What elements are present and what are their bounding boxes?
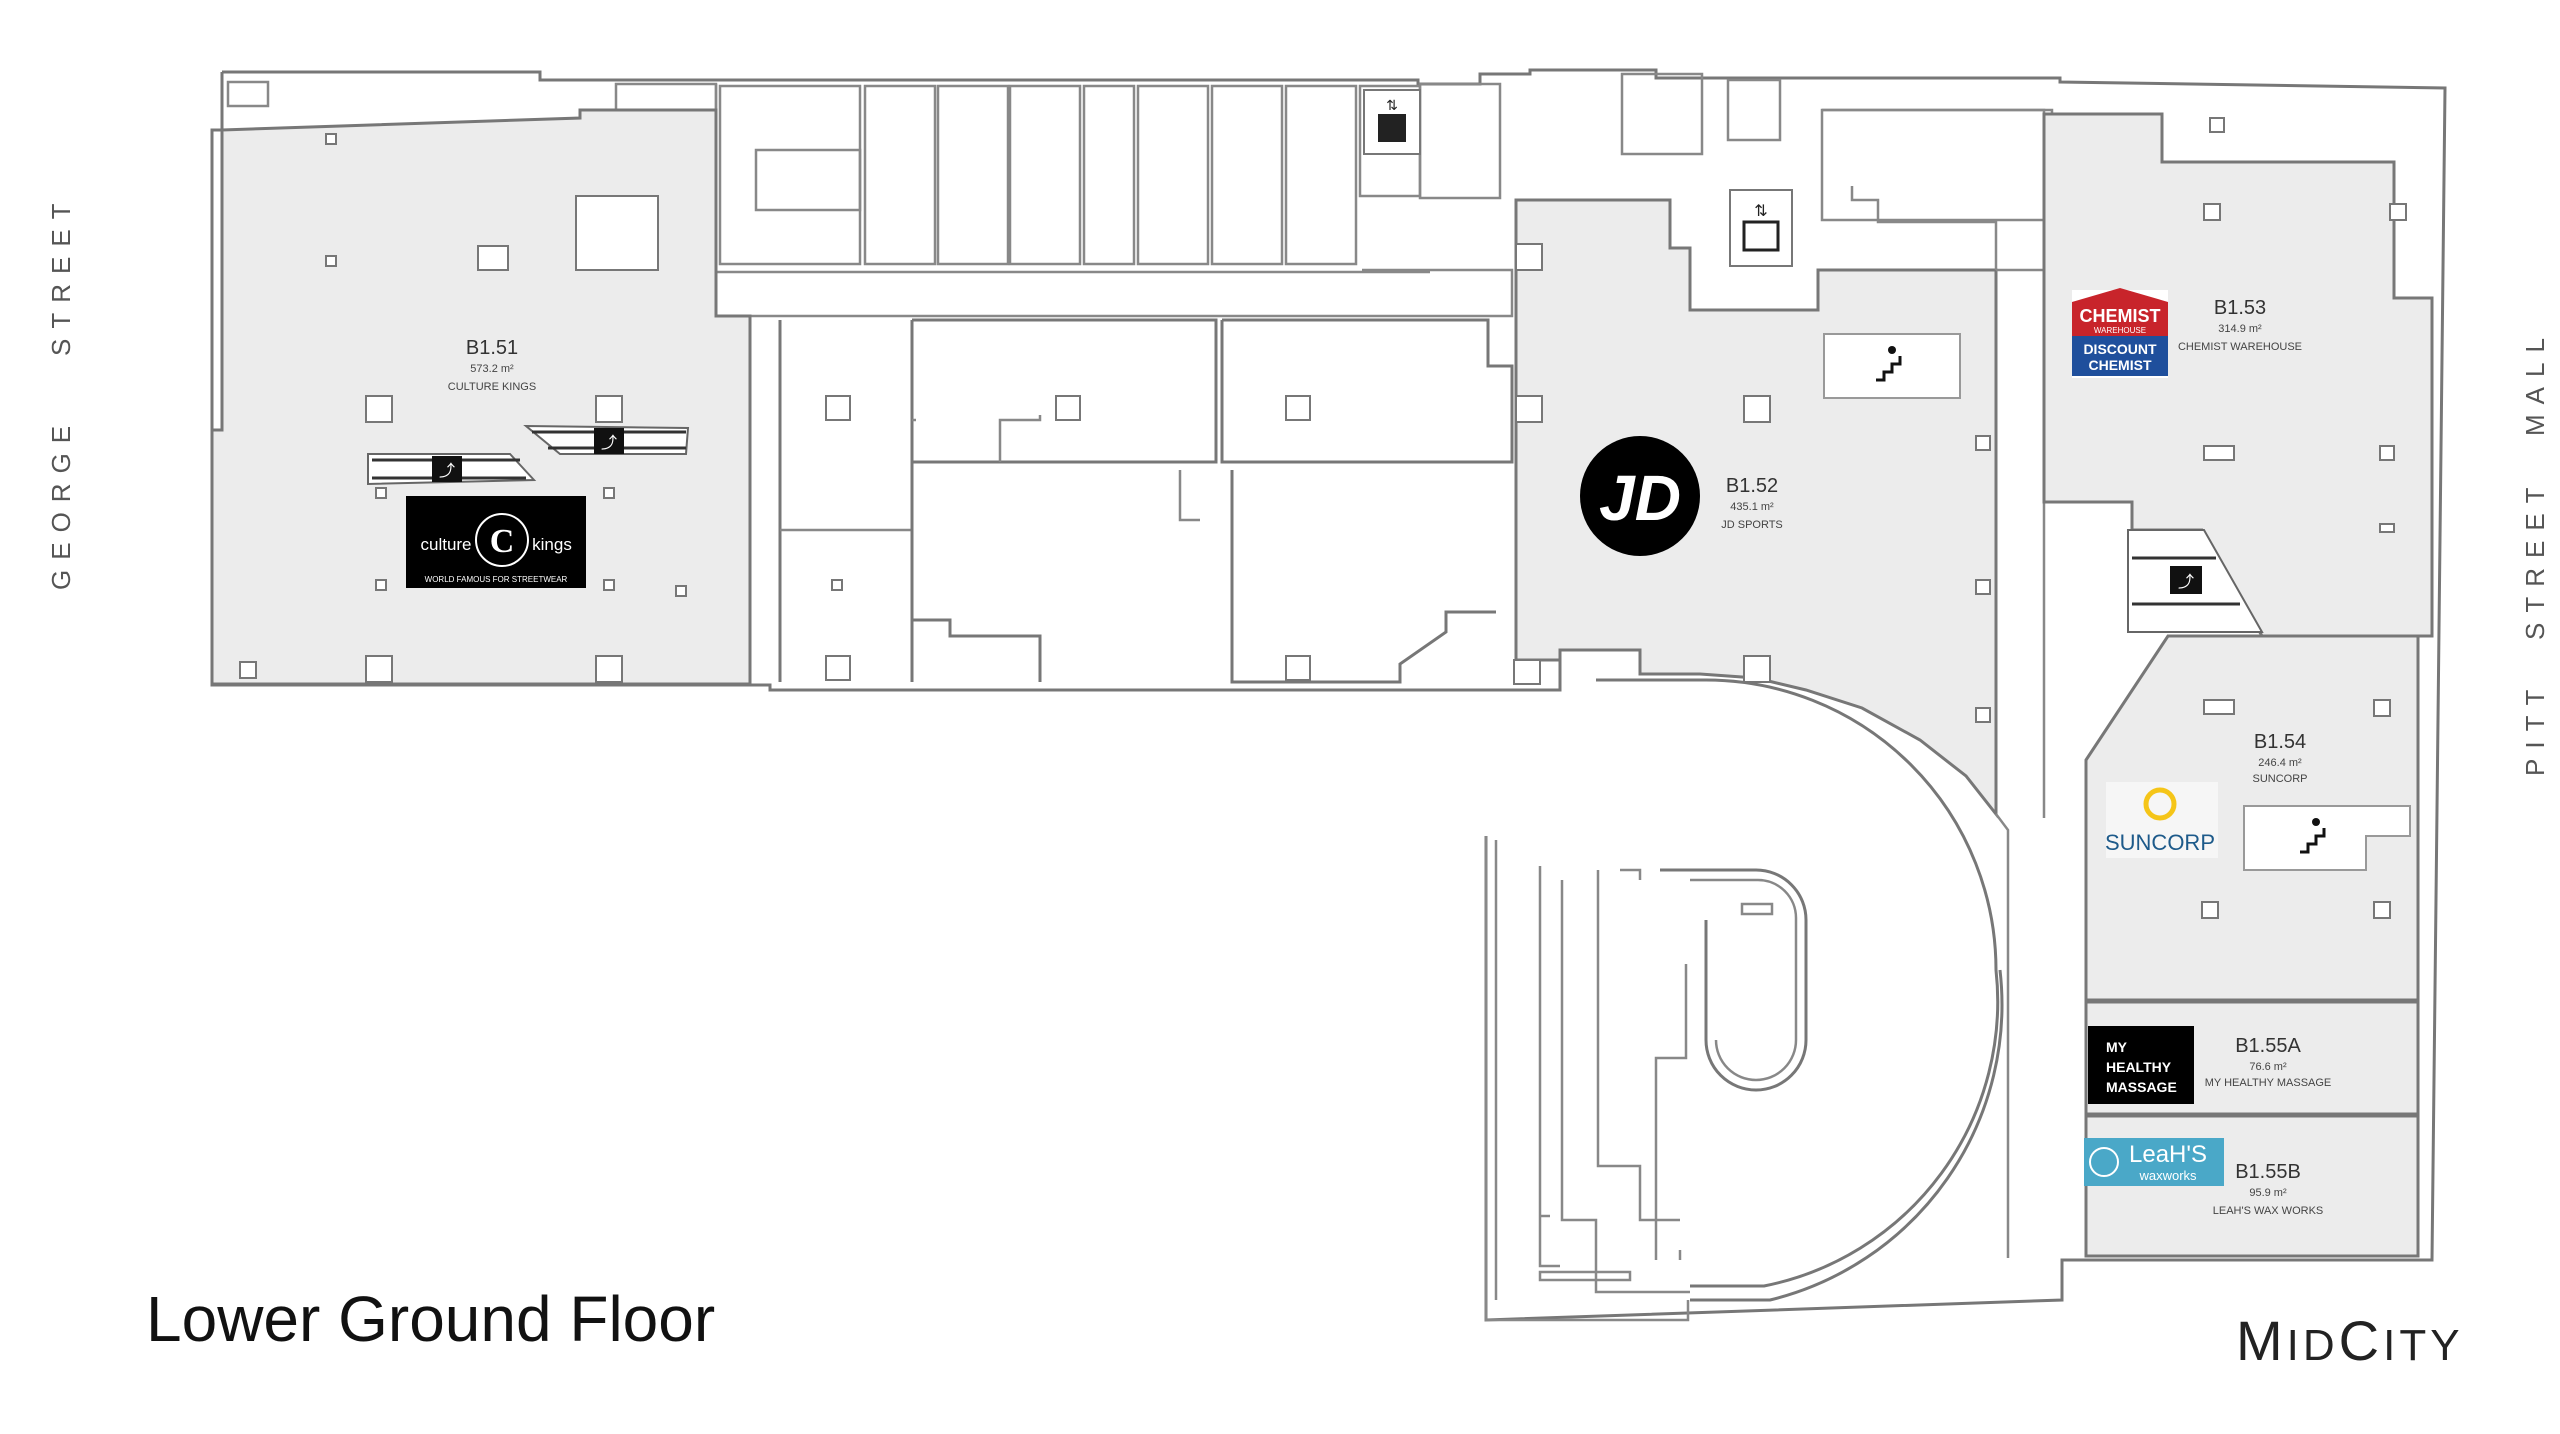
stairs-icon: [1823, 333, 1961, 399]
street-labels: GEORGE STREET PITT STREET MALL: [46, 193, 2550, 776]
culture-kings-logo-left: culture: [420, 535, 471, 554]
unit-area: 76.6 m²: [2249, 1061, 2287, 1073]
leahs-logo-line1: LeaH'S: [2129, 1141, 2207, 1168]
unit-area: 246.4 m²: [2258, 757, 2302, 769]
unit-id: B1.52: [1726, 475, 1778, 497]
escalator-icon: ⤴: [523, 424, 690, 455]
unit-name: JD SPORTS: [1721, 519, 1783, 531]
tenancy-b1-53[interactable]: B1.53 314.9 m² CHEMIST WAREHOUSE CHEMIST…: [2042, 112, 2434, 638]
chemist-logo-line3: DISCOUNT: [2083, 341, 2157, 357]
svg-text:⤴: ⤴: [601, 433, 617, 452]
culture-kings-tagline: WORLD FAMOUS FOR STREETWEAR: [425, 575, 568, 584]
jd-logo-text: JD: [1599, 462, 1681, 534]
mhm-logo-line2: HEALTHY: [2106, 1059, 2172, 1075]
street-label-george-street: STREET: [46, 193, 76, 356]
lift-icon: ⇅: [1363, 89, 1421, 155]
unit-name: LEAH'S WAX WORKS: [2213, 1205, 2324, 1217]
brand-ity: ITY: [2383, 1321, 2464, 1370]
unit-area: 95.9 m²: [2249, 1187, 2287, 1199]
chemist-logo-line1: CHEMIST: [2080, 306, 2161, 326]
unit-area: 314.9 m²: [2218, 323, 2262, 335]
unit-name: CHEMIST WAREHOUSE: [2178, 341, 2302, 353]
circular-plaza: [1484, 678, 2004, 1322]
chemist-logo-line2: WAREHOUSE: [2094, 326, 2146, 335]
unit-id: B1.55B: [2235, 1161, 2301, 1183]
chemist-warehouse-logo: CHEMIST WAREHOUSE DISCOUNT CHEMIST: [2072, 288, 2168, 378]
lift-icon: ⇅: [1729, 189, 1793, 267]
midcity-logo: MIDCITY: [2236, 1308, 2464, 1373]
my-healthy-massage-logo: MY HEALTHY MASSAGE: [2088, 1026, 2194, 1104]
street-label-george: GEORGE: [46, 416, 76, 590]
brand-c: C: [2338, 1309, 2384, 1372]
brand-id: ID: [2286, 1321, 2339, 1370]
culture-kings-logo: C culture kings WORLD FAMOUS FOR STREETW…: [406, 496, 586, 588]
escalator-icon: ⤴: [367, 453, 537, 486]
tenancy-b1-51[interactable]: B1.51 573.2 m² CULTURE KINGS ⤴ ⤴ C cultu…: [210, 108, 752, 686]
street-label-mall: MALL: [2520, 328, 2550, 436]
suncorp-logo: SUNCORP: [2105, 782, 2218, 858]
mhm-logo-line1: MY: [2106, 1039, 2128, 1055]
unit-id: B1.53: [2214, 297, 2266, 319]
street-label-pitt: PITT: [2520, 680, 2550, 776]
unit-id: B1.54: [2254, 731, 2306, 753]
culture-kings-logo-right: kings: [532, 535, 572, 554]
tenancy-b1-52[interactable]: B1.52 435.1 m² JD SPORTS JD: [1513, 198, 1998, 819]
floor-title: Lower Ground Floor: [146, 1283, 716, 1355]
suncorp-logo-text: SUNCORP: [2105, 830, 2215, 855]
svg-text:⤴: ⤴: [2178, 572, 2194, 591]
leahs-logo-line2: waxworks: [2138, 1168, 2197, 1183]
svg-text:⤴: ⤴: [439, 461, 455, 480]
jd-sports-logo: JD: [1580, 436, 1700, 556]
brand-m: M: [2236, 1309, 2287, 1372]
stairs-icon: [2243, 805, 2411, 871]
unit-name: CULTURE KINGS: [448, 381, 536, 393]
unit-name: SUNCORP: [2252, 773, 2307, 785]
leahs-waxworks-logo: LeaH'S waxworks: [2084, 1138, 2224, 1186]
tenancy-b1-55a[interactable]: B1.55A 76.6 m² MY HEALTHY MASSAGE MY HEA…: [2084, 1000, 2420, 1116]
escalator-icon: ⤴: [2127, 529, 2264, 633]
vacant-units: [748, 316, 1514, 685]
corridor: [1822, 108, 2046, 1258]
unit-id: B1.51: [466, 337, 518, 359]
svg-text:C: C: [490, 523, 515, 560]
unit-id: B1.55A: [2235, 1035, 2301, 1057]
svg-text:⇅: ⇅: [1386, 98, 1398, 114]
tenancy-b1-55b[interactable]: B1.55B 95.9 m² LEAH'S WAX WORKS LeaH'S w…: [2084, 1114, 2420, 1258]
chemist-logo-line4: CHEMIST: [2089, 357, 2152, 373]
street-label-pitt-street: STREET: [2520, 477, 2550, 640]
mhm-logo-line3: MASSAGE: [2106, 1079, 2177, 1095]
unit-name: MY HEALTHY MASSAGE: [2205, 1077, 2332, 1089]
tenancy-b1-54[interactable]: B1.54 246.4 m² SUNCORP SUNCORP: [2084, 634, 2420, 1002]
svg-text:⇅: ⇅: [1754, 201, 1767, 220]
unit-area: 573.2 m²: [470, 363, 514, 375]
unit-area: 435.1 m²: [1730, 501, 1774, 513]
